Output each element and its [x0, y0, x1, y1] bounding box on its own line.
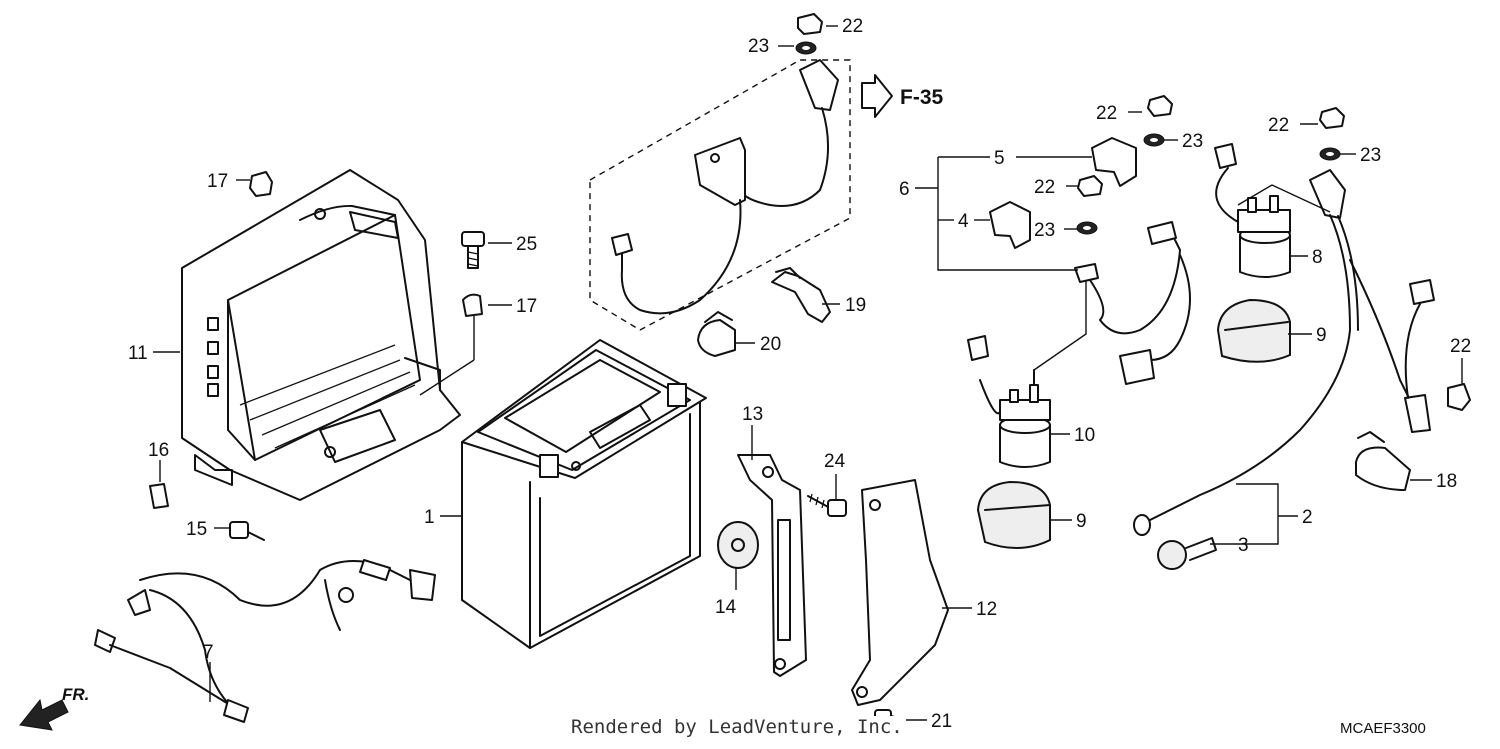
- starter-cable-part-6: [1074, 221, 1191, 385]
- battery-cable-part-2: [1133, 169, 1435, 536]
- nut-part-22: [797, 13, 1471, 411]
- leader-lines: [153, 25, 1463, 721]
- callout-labels: 22 23 F-35 17 25 17 11 16 15 1 7 13 14 2…: [128, 16, 1471, 732]
- callout-9: 9: [1076, 511, 1087, 532]
- callout-9: 9: [1316, 325, 1327, 346]
- callout-25: 25: [516, 234, 537, 255]
- credit-text: Rendered by LeadVenture, Inc.: [568, 716, 906, 738]
- washer-part-23: [795, 41, 1341, 235]
- callout-12: 12: [976, 599, 997, 620]
- callout-5: 5: [994, 148, 1005, 169]
- callout-23: 23: [1034, 220, 1055, 241]
- reference-f35: F-35: [900, 86, 944, 109]
- front-label: FR.: [62, 685, 89, 704]
- damper-part-14: [717, 521, 759, 569]
- callout-15: 15: [186, 519, 207, 540]
- bolt-part-24: [807, 493, 847, 517]
- relay-cover-part-9-upper: [1216, 298, 1291, 363]
- battery-part-1: [461, 339, 707, 649]
- callout-1: 1: [424, 507, 435, 528]
- callout-21: 21: [931, 711, 952, 732]
- bolt-part-25: [461, 231, 485, 269]
- bolt-part-3: [1157, 537, 1217, 570]
- relay-cover-part-9-lower: [976, 480, 1051, 550]
- plate-part-12: [851, 479, 949, 706]
- callout-17: 17: [207, 171, 228, 192]
- callout-22: 22: [1034, 177, 1055, 198]
- callout-20: 20: [760, 334, 781, 355]
- callout-13: 13: [742, 404, 763, 425]
- callout-6: 6: [899, 179, 910, 200]
- band-part-18: [1355, 431, 1411, 491]
- diagram-code: MCAEF3300: [1340, 720, 1426, 737]
- callout-23: 23: [1360, 145, 1381, 166]
- grommet-part-17: [249, 171, 483, 317]
- starter-relay-part-8: [1214, 143, 1291, 278]
- callout-16: 16: [148, 440, 169, 461]
- callout-3: 3: [1238, 535, 1249, 556]
- callout-17: 17: [516, 296, 537, 317]
- stay-part-13: [737, 454, 807, 677]
- callout-18: 18: [1436, 471, 1457, 492]
- callout-2: 2: [1302, 507, 1313, 528]
- clip-part-16: [149, 483, 169, 509]
- callout-8: 8: [1312, 247, 1323, 268]
- callout-23: 23: [748, 36, 769, 57]
- callout-14: 14: [715, 597, 737, 618]
- callout-22: 22: [1450, 336, 1471, 357]
- bolt-part-15: [229, 521, 265, 541]
- callout-7: 7: [203, 642, 214, 663]
- callout-22: 22: [1268, 115, 1289, 136]
- callout-11: 11: [128, 343, 148, 364]
- clamp-part-20: [697, 311, 736, 357]
- starter-relay-part-10: [967, 335, 1051, 468]
- callout-22: 22: [1096, 103, 1117, 124]
- front-direction-arrow: FR.: [19, 685, 89, 731]
- callout-4: 4: [958, 211, 969, 232]
- callout-22: 22: [842, 16, 863, 37]
- battery-box-part-11: [181, 169, 461, 501]
- battery-cable-group: [589, 59, 851, 331]
- terminal-cover-part-4: [989, 201, 1031, 249]
- terminal-cover-part-5: [1091, 137, 1137, 187]
- callout-23: 23: [1182, 131, 1203, 152]
- band-part-19: [771, 267, 831, 323]
- ground-cable-part-7: [94, 559, 436, 723]
- callout-19: 19: [845, 295, 866, 316]
- callout-10: 10: [1074, 425, 1095, 446]
- callout-24: 24: [824, 451, 846, 472]
